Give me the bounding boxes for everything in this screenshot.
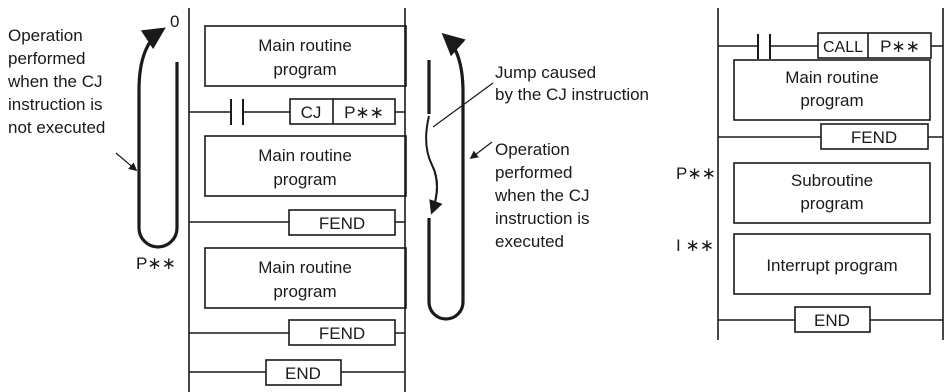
main-routine-box-2-line1: Main routine bbox=[258, 146, 352, 165]
fend-2-label: FEND bbox=[319, 324, 365, 343]
subroutine-pointer-label: P∗∗ bbox=[676, 164, 716, 183]
subroutine-box bbox=[733, 162, 931, 224]
svg-text:Operation: Operation bbox=[8, 26, 83, 45]
not-executed-loop bbox=[137, 27, 179, 249]
jump-label: Jump caused by the CJ instruction bbox=[495, 63, 649, 104]
cj-instruction-box bbox=[289, 98, 396, 125]
call-instruction-box bbox=[817, 32, 932, 59]
main-routine-box-1 bbox=[204, 25, 407, 87]
call-pointer-label: P∗∗ bbox=[880, 37, 920, 56]
svg-text:performed: performed bbox=[8, 49, 85, 68]
executed-label: Operation performed when the CJ instruct… bbox=[494, 140, 590, 251]
svg-text:not executed: not executed bbox=[8, 118, 105, 137]
jump-pointer-line bbox=[432, 82, 494, 128]
svg-text:Operation: Operation bbox=[495, 140, 570, 159]
executed-pointer-arrow bbox=[469, 141, 493, 160]
svg-text:instruction is: instruction is bbox=[495, 209, 589, 228]
svg-text:Jump caused: Jump caused bbox=[495, 63, 596, 82]
interrupt-box bbox=[733, 233, 931, 295]
right-main-routine-line2: program bbox=[800, 91, 863, 110]
right-main-routine-box bbox=[733, 59, 931, 121]
svg-text:executed: executed bbox=[495, 232, 564, 251]
jump-arrow-overlay bbox=[425, 115, 443, 215]
right-end-label: END bbox=[814, 311, 850, 330]
main-routine-box-1-line2: program bbox=[273, 60, 336, 79]
right-ladder: CALL P∗∗ Main routine program FEND P∗∗ S… bbox=[676, 8, 944, 340]
jump-gap bbox=[425, 114, 434, 218]
fend-1-box bbox=[288, 209, 396, 236]
svg-text:performed: performed bbox=[495, 163, 572, 182]
end-label: END bbox=[285, 364, 321, 383]
not-executed-label: Operation performed when the CJ instruct… bbox=[7, 26, 105, 137]
fend-2-box bbox=[288, 319, 396, 346]
interrupt-pointer-label: I ∗∗ bbox=[676, 236, 714, 255]
call-contact-gap bbox=[758, 34, 770, 58]
call-instruction-label: CALL bbox=[823, 39, 863, 56]
not-executed-pointer-arrow bbox=[115, 152, 138, 172]
main-routine-box-2-line2: program bbox=[273, 170, 336, 189]
main-routine-box-3 bbox=[204, 247, 407, 309]
contact-gap bbox=[231, 100, 243, 124]
svg-text:by the CJ instruction: by the CJ instruction bbox=[495, 85, 649, 104]
cj-pointer-label: P∗∗ bbox=[344, 103, 384, 122]
left-ladder: Main routine program CJ P∗∗ Main routine… bbox=[7, 8, 649, 392]
end-box bbox=[265, 359, 342, 386]
start-step-label: 0 bbox=[170, 12, 179, 31]
subroutine-line1: Subroutine bbox=[791, 171, 873, 190]
right-end-box bbox=[794, 306, 871, 333]
fend-1-label: FEND bbox=[319, 214, 365, 233]
svg-text:when the CJ: when the CJ bbox=[494, 186, 590, 205]
executed-loop bbox=[427, 33, 466, 321]
right-main-routine-line1: Main routine bbox=[785, 68, 879, 87]
main-routine-box-3-line2: program bbox=[273, 282, 336, 301]
pointer-label: P∗∗ bbox=[136, 254, 176, 273]
main-routine-box-2 bbox=[204, 135, 407, 197]
subroutine-line2: program bbox=[800, 194, 863, 213]
right-fend-box bbox=[820, 123, 929, 150]
main-routine-box-3-line1: Main routine bbox=[258, 258, 352, 277]
svg-text:when the CJ: when the CJ bbox=[7, 72, 103, 91]
cj-instruction-label: CJ bbox=[301, 103, 322, 122]
right-fend-label: FEND bbox=[851, 128, 897, 147]
main-routine-box-1-line1: Main routine bbox=[258, 36, 352, 55]
interrupt-label: Interrupt program bbox=[766, 256, 897, 275]
svg-text:instruction is: instruction is bbox=[8, 95, 102, 114]
